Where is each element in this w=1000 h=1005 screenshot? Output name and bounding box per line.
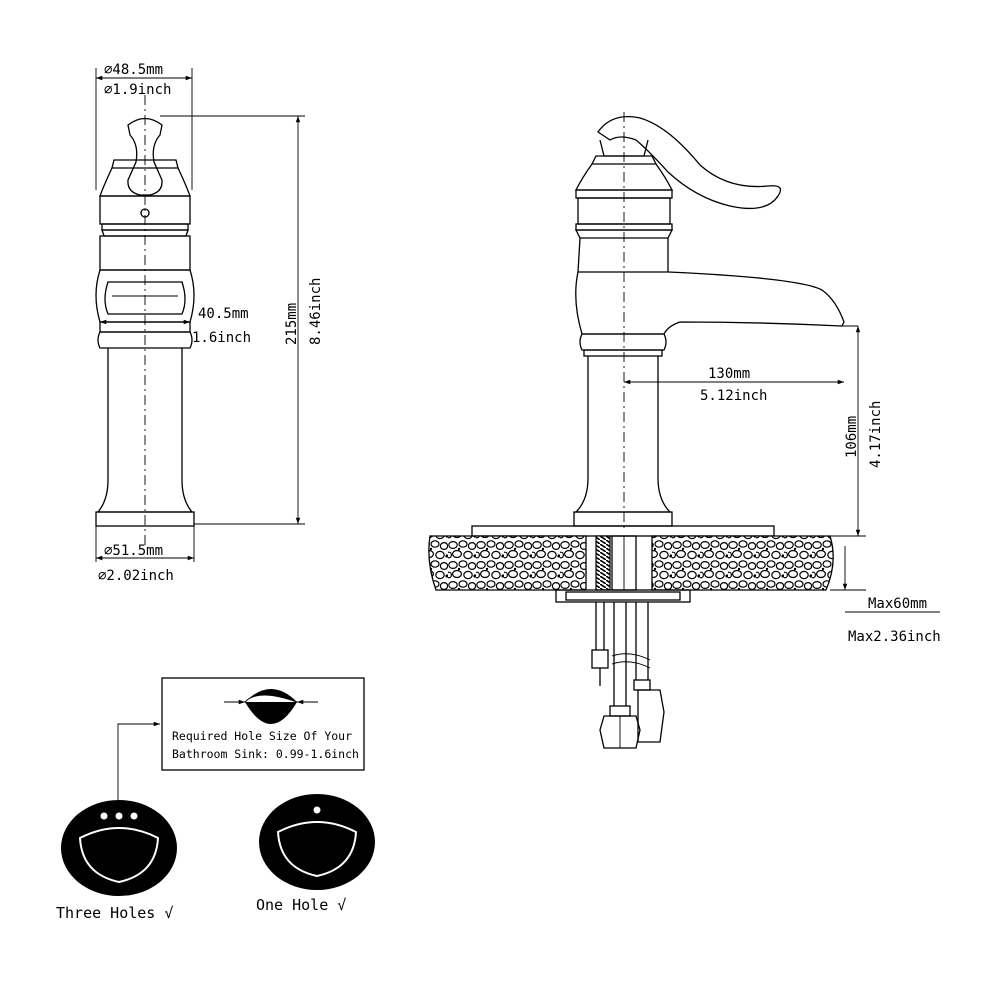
fitting-1-nut: [599, 715, 641, 749]
side-collar: [579, 333, 667, 351]
break-line-2: [611, 661, 651, 669]
side-neck-left: [577, 237, 581, 273]
note-leader: [117, 721, 160, 800]
top-diameter-in-label: ⌀1.9inch: [104, 82, 171, 98]
lever-handle: [597, 115, 782, 210]
handle-width-mm-label: 40.5mm: [198, 306, 249, 322]
side-base-flare: [574, 477, 672, 513]
note-box: [161, 677, 365, 771]
three-holes-label: Three Holes √: [56, 904, 173, 922]
side-base-plate: [573, 511, 673, 527]
note-line-2: Bathroom Sink: 0.99-1.6inch: [172, 747, 359, 761]
spout-body: [575, 271, 845, 335]
collar-2: [97, 331, 193, 349]
front-view: ⌀48.5mm ⌀1.9inch 40.5mm 1.6inch 215mm 8.…: [95, 62, 324, 584]
hole-rim: [244, 694, 298, 703]
fitting-2-nut: [637, 689, 665, 743]
rod-clip: [591, 649, 609, 669]
threaded-shank: [595, 535, 611, 591]
one-hole-sink: One Hole √: [256, 794, 375, 914]
deck-max-mm-label: Max60mm: [868, 596, 927, 612]
one-hole-hole: [313, 806, 321, 814]
handle-knob: [127, 117, 163, 196]
handle-width-in-label: 1.6inch: [192, 330, 251, 346]
hole-fill: [245, 689, 297, 724]
base-diameter-mm-label: ⌀51.5mm: [104, 543, 163, 559]
side-collar-2: [583, 349, 663, 357]
reach-mm-label: 130mm: [708, 366, 750, 382]
three-hole-sink: Three Holes √: [56, 800, 177, 922]
one-hole-bowl: [276, 821, 358, 878]
fitting-1-ring: [609, 705, 631, 717]
spout-height-mm-label: 106mm: [844, 416, 860, 458]
base-diameter-in-label: ⌀2.02inch: [98, 568, 174, 584]
mounting-plate-inner: [565, 591, 681, 601]
base-plate: [95, 511, 195, 527]
three-hole-basin: [61, 800, 177, 896]
handle-window: [104, 281, 186, 315]
deck-max-in-label: Max2.36inch: [848, 629, 941, 645]
hole-size-note: Required Hole Size Of Your Bathroom Sink…: [117, 677, 365, 800]
three-hole-bowl: [78, 827, 160, 884]
deck-plate: [471, 525, 775, 537]
handle-screw: [140, 208, 150, 218]
height-in-label: 8.46inch: [308, 278, 324, 345]
one-hole-label: One Hole √: [256, 896, 346, 914]
spout-height-in-label: 4.17inch: [868, 401, 884, 468]
mounting-plate: [555, 589, 691, 603]
three-hole-hole-3: [130, 812, 138, 820]
break-line-1: [611, 653, 651, 661]
three-hole-hole-2: [115, 812, 123, 820]
height-mm-label: 215mm: [284, 303, 300, 345]
top-diameter-mm-label: ⌀48.5mm: [104, 62, 163, 78]
one-hole-basin: [259, 794, 375, 890]
countertop-right: [651, 535, 834, 591]
fitting-2-ring: [633, 679, 651, 691]
countertop-left: [428, 535, 587, 591]
note-line-1: Required Hole Size Of Your: [172, 729, 352, 743]
side-view: 130mm 5.12inch 106mm 4.17inch Max60mm Ma…: [428, 112, 941, 749]
reach-in-label: 5.12inch: [700, 388, 767, 404]
three-hole-hole-1: [100, 812, 108, 820]
